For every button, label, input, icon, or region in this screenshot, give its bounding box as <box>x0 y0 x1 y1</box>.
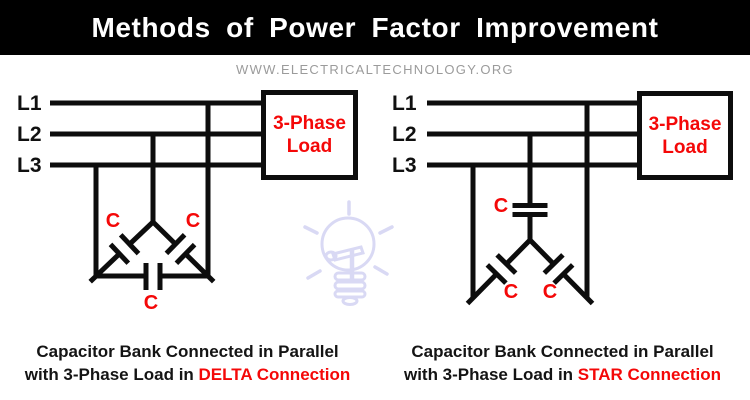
page-title: Methods of Power Factor Improvement <box>91 11 659 43</box>
website-url: WWW.ELECTRICALTECHNOLOGY.ORG <box>236 62 514 77</box>
star-caption: Capacitor Bank Connected in Parallel wit… <box>375 341 750 385</box>
bulb-rays <box>303 200 394 280</box>
caption-prefix: with 3-Phase Load in <box>24 365 199 384</box>
phase-label-l1: L1 <box>17 92 42 115</box>
phase-label-l2: L2 <box>392 123 417 146</box>
phase-label-l3: L3 <box>17 154 42 177</box>
capacitor-icon <box>108 233 141 265</box>
capacitor-label: C <box>503 281 519 303</box>
capacitor-icon <box>485 253 518 285</box>
caption-line2: with 3-Phase Load in DELTA Connection <box>0 364 375 385</box>
capacitor-label: C <box>143 292 159 314</box>
load-label: Load <box>662 136 708 158</box>
caption-line2: with 3-Phase Load in STAR Connection <box>375 364 750 385</box>
three-phase-load-box: 3-Phase Load <box>637 91 733 180</box>
caption-line1: Capacitor Bank Connected in Parallel <box>36 342 339 361</box>
capacitor-label: C <box>493 195 509 217</box>
capacitor-icon <box>512 203 548 217</box>
load-label: Load <box>286 136 333 157</box>
hammer-icon <box>324 245 365 283</box>
star-right-branch <box>528 238 595 306</box>
caption-highlight: DELTA Connection <box>198 365 351 384</box>
delta-caption: Capacitor Bank Connected in Parallel wit… <box>0 341 375 385</box>
tap-wires <box>93 103 211 279</box>
star-left-branch <box>465 238 532 306</box>
capacitor-label: C <box>185 210 201 232</box>
star-circuit-wires <box>427 100 638 306</box>
title-bar: Methods of Power Factor Improvement <box>0 0 750 55</box>
capacitor-icon <box>542 253 575 285</box>
load-label: 3-Phase <box>273 113 346 134</box>
lightbulb-watermark-icon <box>303 200 394 306</box>
tap-wires <box>470 103 590 298</box>
bulb-base <box>333 271 367 306</box>
three-phase-load-box: 3-Phase Load <box>261 90 358 180</box>
capacitor-icon <box>143 263 163 290</box>
bulb-globe <box>320 216 376 272</box>
phase-label-l2: L2 <box>17 123 42 146</box>
capacitor-label: C <box>542 281 558 303</box>
delta-circuit-wires <box>50 100 261 290</box>
caption-line1: Capacitor Bank Connected in Parallel <box>411 342 714 361</box>
phase-label-l1: L1 <box>392 92 417 115</box>
caption-prefix: with 3-Phase Load in <box>403 365 578 384</box>
caption-highlight: STAR Connection <box>577 365 722 384</box>
phase-label-l3: L3 <box>392 154 417 177</box>
load-label: 3-Phase <box>648 113 722 135</box>
capacitor-label: C <box>105 210 121 232</box>
capacitor-icon <box>164 233 197 265</box>
